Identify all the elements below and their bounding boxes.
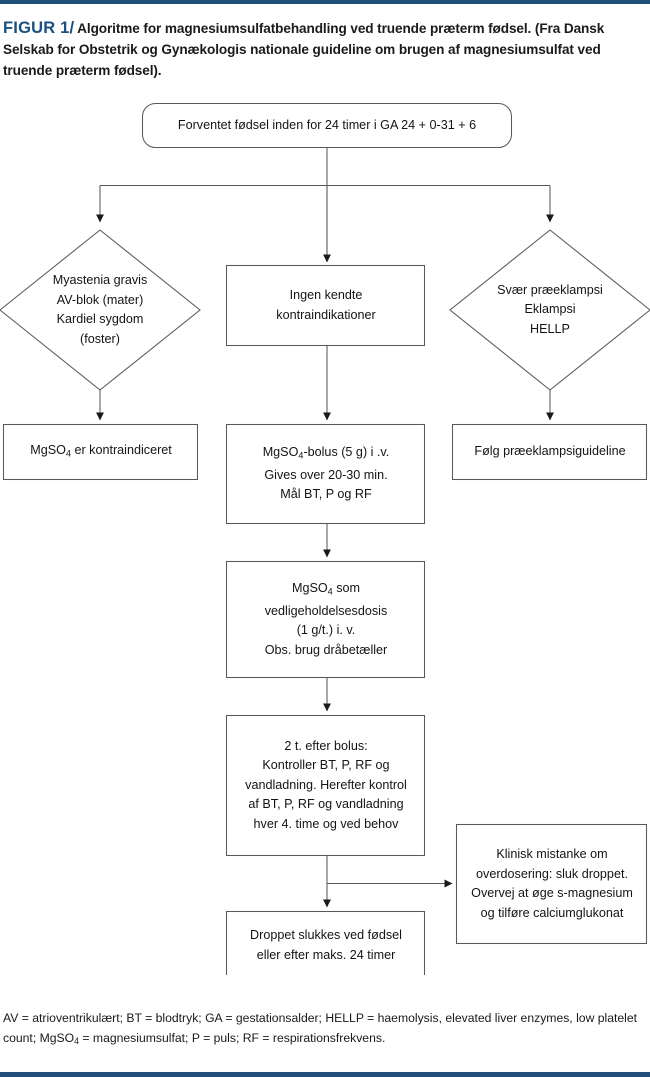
caption-text: Algoritme for magnesiumsulfatbehandling … [3,21,605,78]
maintenance-shape [225,560,426,679]
legend-text: AV = atrioventrikulært; BT = blodtryk; G… [3,1011,638,1047]
flowchart: Forventet fødsel inden for 24 timer i GA… [0,95,650,975]
caption-separator: / [69,19,75,37]
decision-left-shape [0,229,201,391]
figure-label: FIGUR 1 [3,19,70,37]
stop-shape [225,910,426,975]
outcome-left-shape [2,423,199,481]
overdose-shape [455,823,648,945]
decision-right-shape [449,229,650,391]
top-rule [0,0,650,4]
figure-caption: FIGUR 1/ Algoritme for magnesiumsulfatbe… [3,18,631,81]
outcome-right-shape [451,423,648,481]
bottom-rule [0,1072,650,1077]
bolus-shape [225,423,426,525]
figure-legend: AV = atrioventrikulært; BT = blodtryk; G… [3,1008,647,1051]
start-shape [141,102,513,149]
flowchart-graphics [0,102,650,975]
monitoring-shape [225,714,426,857]
decision-middle-shape [225,264,426,347]
